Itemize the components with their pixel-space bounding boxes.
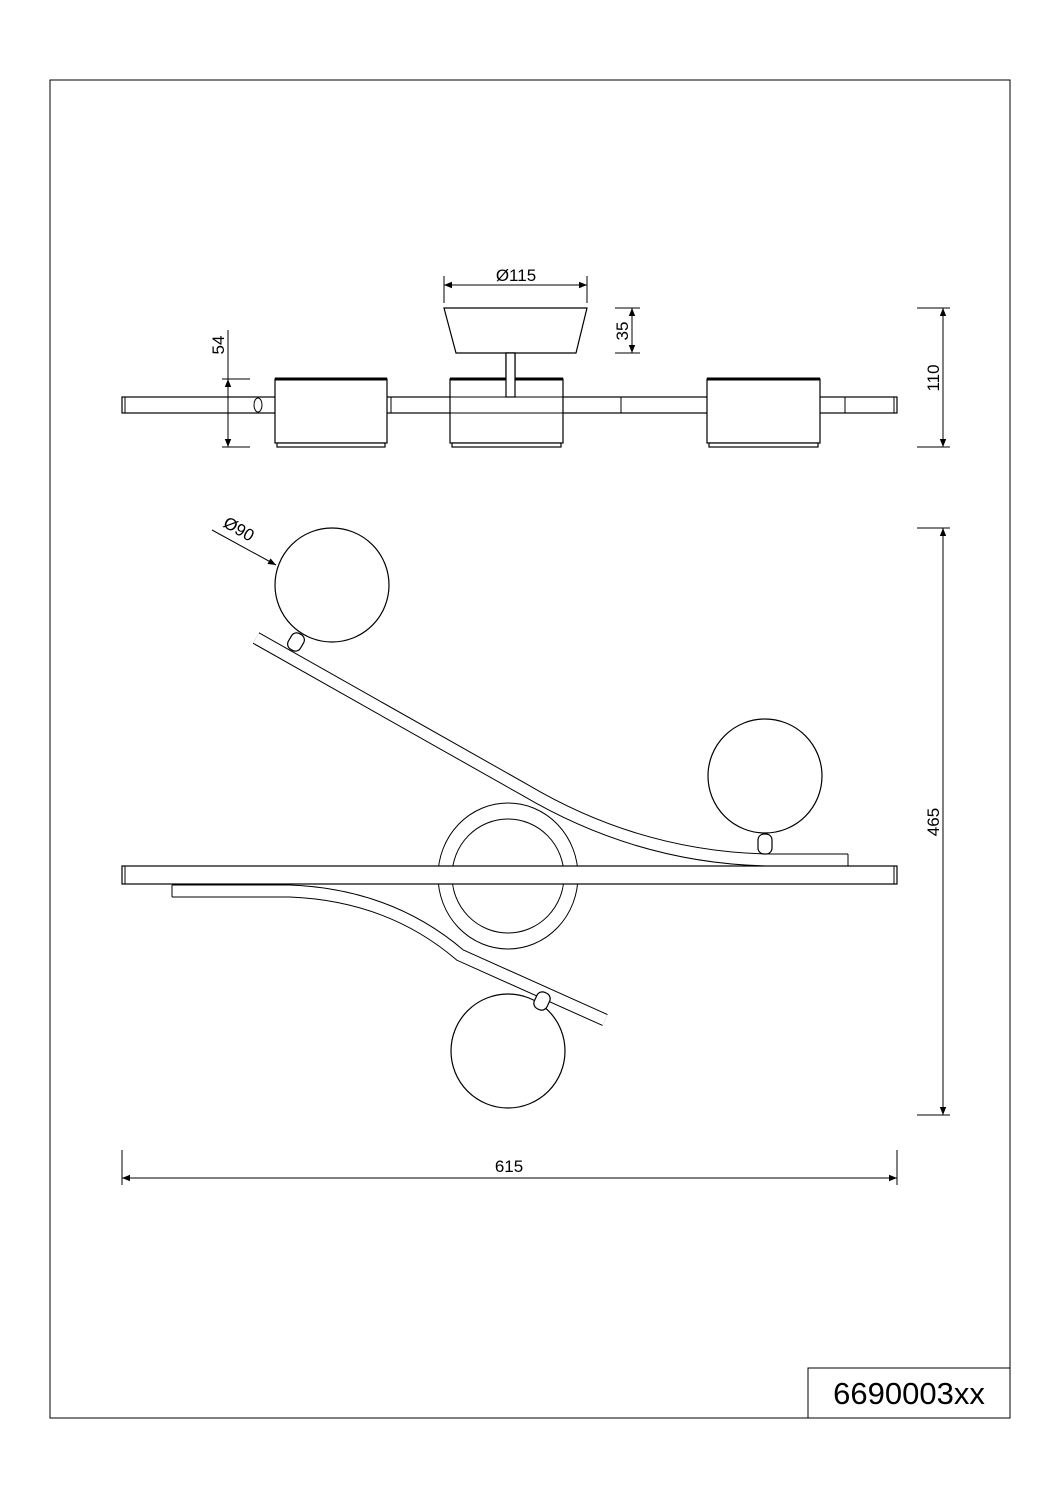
globe-bottom bbox=[450, 991, 566, 1109]
svg-text:110: 110 bbox=[924, 364, 943, 391]
shade-middle bbox=[390, 352, 622, 448]
dimension-canopy-height: 35 bbox=[613, 307, 640, 354]
svg-text:615: 615 bbox=[495, 1157, 523, 1176]
drawing-frame bbox=[49, 79, 1011, 1419]
svg-text:35: 35 bbox=[613, 322, 632, 341]
globe-right bbox=[707, 718, 823, 855]
svg-text:54: 54 bbox=[209, 336, 228, 355]
lower-arm bbox=[171, 884, 608, 1026]
part-number: 6690003xx bbox=[833, 1376, 985, 1411]
dimension-canopy-diameter: Ø115 bbox=[443, 266, 588, 303]
bar-joint bbox=[253, 397, 263, 413]
canopy bbox=[443, 307, 588, 354]
svg-text:465: 465 bbox=[924, 808, 943, 836]
dimension-globe-diameter: Ø90 bbox=[211, 513, 277, 566]
top-view: Ø90 465 615 bbox=[121, 513, 950, 1185]
dimension-total-height: 110 bbox=[917, 307, 950, 448]
main-bar bbox=[121, 865, 898, 885]
svg-text:Ø115: Ø115 bbox=[496, 266, 536, 285]
dimension-depth: 465 bbox=[917, 527, 950, 1116]
upper-arm bbox=[252, 632, 849, 867]
dimension-width: 615 bbox=[121, 1150, 898, 1185]
globe-top-left bbox=[274, 527, 390, 652]
svg-text:Ø90: Ø90 bbox=[220, 513, 257, 546]
title-block: 6690003xx bbox=[807, 1367, 1011, 1419]
side-view: Ø115 35 54 110 bbox=[121, 266, 950, 448]
shade-right bbox=[706, 377, 821, 448]
shade-left bbox=[274, 377, 388, 448]
dimension-shade-height: 54 bbox=[209, 330, 250, 448]
